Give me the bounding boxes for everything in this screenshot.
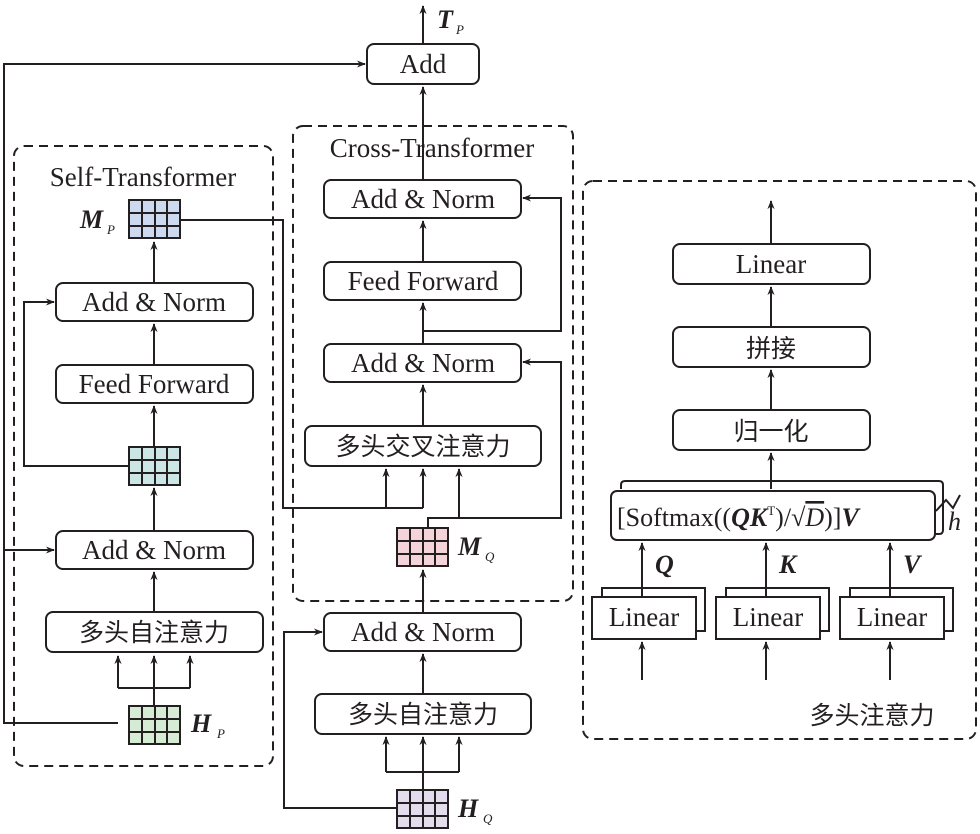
- mha-concat-box: [672, 326, 871, 368]
- hq-residual: [283, 628, 397, 809]
- output-subscript: P: [455, 22, 464, 37]
- multi-head-attention-title: 多头注意力: [809, 701, 934, 730]
- hq-symbol: H: [457, 794, 479, 823]
- self-attention-box: [45, 611, 264, 653]
- query-add-norm-box: [323, 612, 522, 652]
- self-add-norm-bottom-box: [55, 530, 254, 570]
- hp-residual-to-add: [3, 60, 366, 724]
- k-symbol: K: [778, 550, 798, 579]
- heads-label: h: [948, 507, 961, 536]
- mq-subscript: Q: [485, 549, 495, 564]
- self-add-norm-top-box: [55, 282, 254, 322]
- hq-subscript: Q: [483, 811, 493, 826]
- cross-feed-forward-box: [323, 261, 522, 301]
- mq-residual: [427, 358, 562, 528]
- query-add-norm-label: Add & Norm: [351, 617, 495, 647]
- svg-text:Linear: Linear: [733, 602, 803, 632]
- cross-transformer-container: [292, 125, 574, 602]
- self-transformer-title: Self-Transformer: [50, 162, 236, 192]
- cross-attention-label: 多头交叉注意力: [335, 432, 510, 461]
- cross-feed-forward-label: Feed Forward: [348, 266, 499, 296]
- hp-matrix: [128, 705, 181, 745]
- cross-add-norm-mid-label: Add & Norm: [351, 348, 495, 378]
- mha-concat-label: 拼接: [746, 334, 796, 363]
- formula-text: [Softmax((QKT)/√D)]V: [617, 503, 861, 532]
- heads-bracket: [935, 494, 961, 512]
- v-symbol: V: [903, 550, 923, 579]
- q-symbol: Q: [655, 550, 674, 579]
- self-add-norm-bottom-label: Add & Norm: [82, 535, 226, 565]
- svg-text:Linear: Linear: [609, 602, 679, 632]
- cross-attention-box: [304, 425, 542, 467]
- linear-v: Linear: [839, 587, 954, 640]
- top-add-label: Add: [400, 49, 447, 79]
- mp-symbol: M: [79, 205, 104, 234]
- self-ff-residual: [23, 298, 129, 467]
- hp-subscript: P: [216, 726, 225, 741]
- self-feed-forward-label: Feed Forward: [79, 369, 230, 399]
- formula-box: [610, 490, 936, 541]
- mha-normalize-box: [672, 409, 871, 451]
- mp-subscript: P: [106, 222, 115, 237]
- output-symbol: T: [437, 5, 454, 34]
- cross-add-norm-top-box: [323, 179, 522, 219]
- linear-k: Linear: [715, 587, 830, 640]
- mp-matrix: [128, 199, 181, 239]
- hq-matrix: [396, 789, 449, 829]
- self-feed-forward-box: [55, 364, 254, 404]
- svg-text:Linear: Linear: [857, 602, 927, 632]
- mp-to-cross-attention: [180, 219, 423, 509]
- self-mid-matrix: [128, 446, 181, 486]
- cross-add-norm-top-label: Add & Norm: [351, 184, 495, 214]
- mha-linear-out-box: [672, 243, 871, 285]
- cross-ff-residual: [423, 194, 562, 332]
- mq-matrix: [396, 527, 449, 567]
- query-attention-box: [314, 693, 532, 735]
- hp-symbol: H: [190, 709, 212, 738]
- linear-q: Linear: [591, 587, 706, 640]
- query-attention-label: 多头自注意力: [348, 700, 498, 729]
- mq-symbol: M: [457, 532, 482, 561]
- cross-add-norm-mid-box: [323, 343, 522, 383]
- cross-transformer-title: Cross-Transformer: [330, 133, 535, 163]
- top-add-box: [366, 43, 480, 85]
- mha-normalize-label: 归一化: [733, 417, 808, 446]
- self-add-norm-top-label: Add & Norm: [82, 287, 226, 317]
- self-attention-label: 多头自注意力: [79, 618, 229, 647]
- formula-stack-back: [620, 480, 944, 535]
- multi-head-attention-container: [582, 180, 977, 740]
- mha-linear-out-label: Linear: [736, 249, 806, 279]
